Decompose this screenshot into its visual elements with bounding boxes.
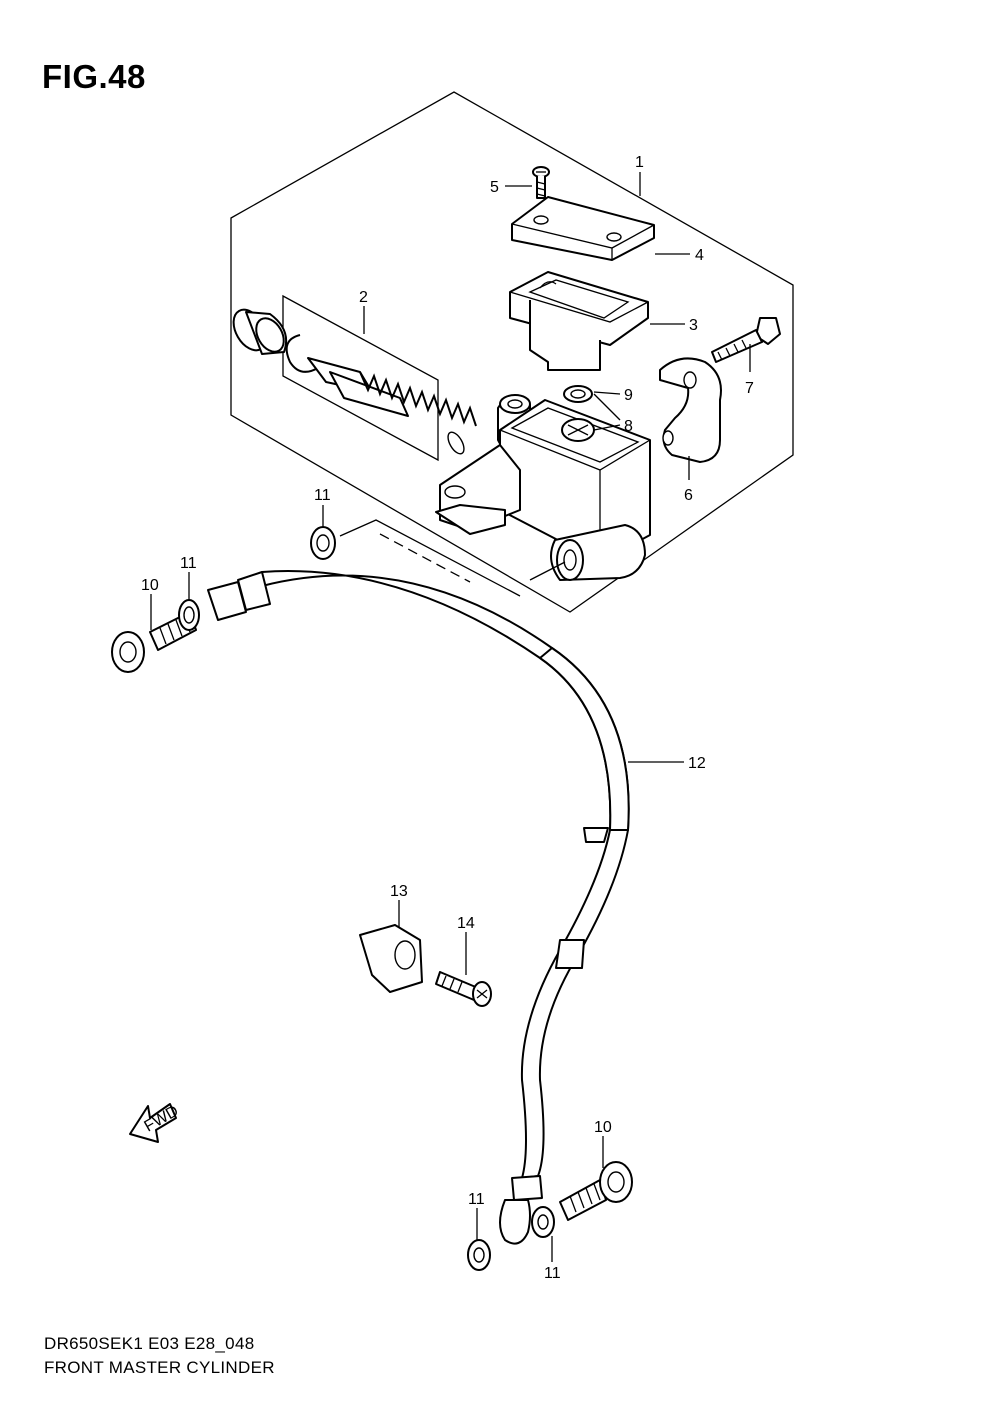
figure-title: FIG.48 [42, 58, 146, 95]
callout-11-upper-left: 11 [180, 555, 197, 572]
clamp-screw [435, 971, 492, 1007]
brake-hose [207, 570, 630, 1245]
callout-13: 13 [390, 883, 408, 900]
callout-labels: 1 2 3 4 5 6 7 8 9 10 11 11 12 13 14 10 1… [141, 154, 754, 1282]
callout-5: 5 [490, 179, 499, 196]
callout-10-upper: 10 [141, 577, 159, 594]
fwd-arrow-icon: FWD [129, 1103, 182, 1143]
connector-lines [339, 519, 566, 597]
reservoir-cap-screw [532, 166, 550, 199]
hose-clamp [359, 924, 423, 993]
reservoir-cap [511, 196, 655, 261]
callout-1: 1 [635, 154, 644, 171]
callout-11-lower-right: 11 [544, 1265, 561, 1282]
callout-8: 8 [624, 418, 633, 435]
callout-4: 4 [695, 247, 704, 264]
assembly-outline [230, 91, 794, 613]
diaphragm [509, 271, 649, 371]
figure-name: FRONT MASTER CYLINDER [44, 1358, 275, 1377]
sight-glass-and-oring [561, 385, 595, 442]
callout-7: 7 [745, 380, 754, 397]
callout-9: 9 [624, 387, 633, 404]
callout-6: 6 [684, 487, 693, 504]
callout-14: 14 [457, 915, 475, 932]
callout-10-lower: 10 [594, 1119, 612, 1136]
holder-bolt [711, 317, 781, 363]
callout-2: 2 [359, 289, 368, 306]
piston-kit [232, 294, 477, 462]
leader-lines [150, 172, 751, 1262]
master-cylinder-holder [659, 357, 722, 463]
model-code: DR650SEK1 E03 E28_048 [44, 1334, 255, 1353]
union-bolt-lower [559, 1161, 633, 1221]
callout-12: 12 [688, 755, 706, 772]
master-cylinder-body [435, 394, 651, 581]
callout-3: 3 [689, 317, 698, 334]
washers [178, 526, 555, 1271]
callout-11-upper: 11 [314, 487, 331, 504]
callout-11-lower-left: 11 [468, 1191, 485, 1208]
